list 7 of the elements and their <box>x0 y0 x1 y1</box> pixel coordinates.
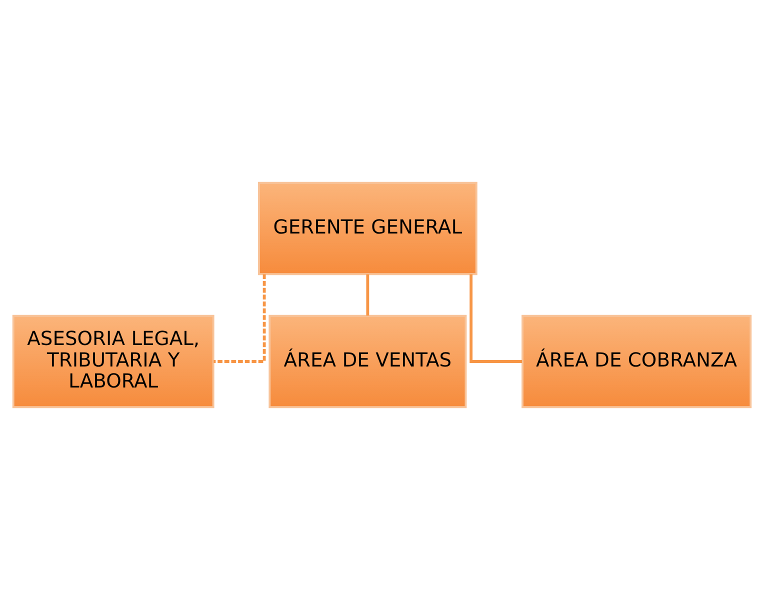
connector <box>214 274 266 363</box>
connector <box>366 274 370 316</box>
node-box: GERENTE GENERAL <box>258 182 478 276</box>
node-box: ÁREA DE VENTAS <box>268 314 467 408</box>
node-box: ASESORIA LEGAL, TRIBUTARIA Y LABORAL <box>12 314 214 408</box>
node-box: ÁREA DE COBRANZA <box>522 314 752 408</box>
connector <box>470 274 522 363</box>
